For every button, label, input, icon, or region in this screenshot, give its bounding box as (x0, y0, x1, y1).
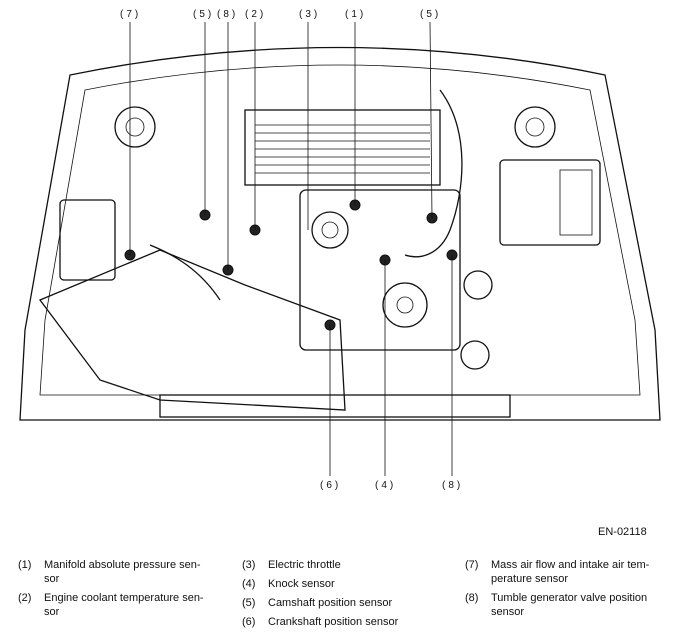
body-inner-outline (39, 64, 641, 396)
body-outline (19, 46, 661, 421)
pulley (382, 282, 428, 328)
legend-item: (1) Manifold absolute pressure sen-sor (18, 558, 223, 586)
engine-block (299, 189, 461, 351)
engine-compartment-diagram: (7) (5) (8) (2) (3) (1) (5) (6) (4) (8) (19, 9, 661, 491)
legend-number: (7) (465, 559, 479, 571)
intercooler-fins (255, 124, 430, 174)
throttle-body-inner (321, 221, 339, 239)
legend-item: (7) Mass air flow and intake air tem-per… (465, 558, 670, 586)
legend-text: Mass air flow and intake air tem-peratur… (491, 559, 650, 585)
legend-item: (8) Tumble generator valve position sens… (465, 591, 670, 619)
left-strut-tower-inner (125, 117, 145, 137)
right-strut-tower (514, 106, 556, 148)
legend-text: Electric throttle (268, 559, 341, 571)
legend-text: Manifold absolute pressure sen-sor (44, 559, 201, 585)
legend-item: (6) Crankshaft position sensor (242, 615, 442, 629)
callout-8-bottom: (8) (442, 480, 463, 491)
leader-lines (129, 21, 453, 476)
legend-column-2: (3) Electric throttle (4) Knock sensor (… (242, 558, 442, 634)
callout-6: (6) (320, 480, 341, 491)
legend-text: Tumble generator valve position sensor (491, 592, 648, 618)
air-cleaner-box (59, 199, 116, 281)
legend-item: (2) Engine coolant temperature sen-sor (18, 591, 223, 619)
legend-item: (4) Knock sensor (242, 577, 442, 591)
callout-1: (1) (345, 9, 366, 20)
battery (499, 159, 601, 246)
right-strut-tower-inner (525, 117, 545, 137)
callout-4: (4) (375, 480, 396, 491)
callout-5-right: (5) (420, 9, 441, 20)
air-intake-hose (149, 244, 221, 301)
legend-number: (4) (242, 578, 256, 590)
legend-number: (3) (242, 559, 256, 571)
legend-column-1: (1) Manifold absolute pressure sen-sor (… (18, 558, 223, 624)
legend-number: (2) (18, 592, 32, 604)
callout-7: (7) (120, 9, 141, 20)
legend-number: (6) (242, 616, 256, 628)
legend-number: (5) (242, 597, 256, 609)
legend-text: Camshaft position sensor (268, 597, 393, 609)
battery-cover (559, 169, 593, 236)
legend-column-3: (7) Mass air flow and intake air tem-per… (465, 558, 670, 624)
legend-item: (3) Electric throttle (242, 558, 442, 572)
legend-item: (5) Camshaft position sensor (242, 596, 442, 610)
legend-text: Engine coolant temperature sen-sor (44, 592, 204, 618)
callout-8-top: (8) (217, 9, 238, 20)
intercooler (244, 109, 441, 186)
left-strut-tower (114, 106, 156, 148)
figure-id: EN-02118 (598, 526, 647, 538)
legend-number: (1) (18, 559, 32, 571)
legend-number: (8) (465, 592, 479, 604)
radiator-hose (404, 89, 463, 258)
legend-text: Knock sensor (268, 578, 335, 590)
throttle-body (311, 211, 349, 249)
coolant-cap (463, 270, 493, 300)
reservoir-cap (460, 340, 490, 370)
legend-text: Crankshaft position sensor (268, 616, 399, 628)
callout-2: (2) (245, 9, 266, 20)
callout-3: (3) (299, 9, 320, 20)
front-support (159, 394, 511, 418)
air-intake-duct (38, 249, 346, 411)
callout-5-left: (5) (193, 9, 214, 20)
pulley-hub (396, 296, 414, 314)
